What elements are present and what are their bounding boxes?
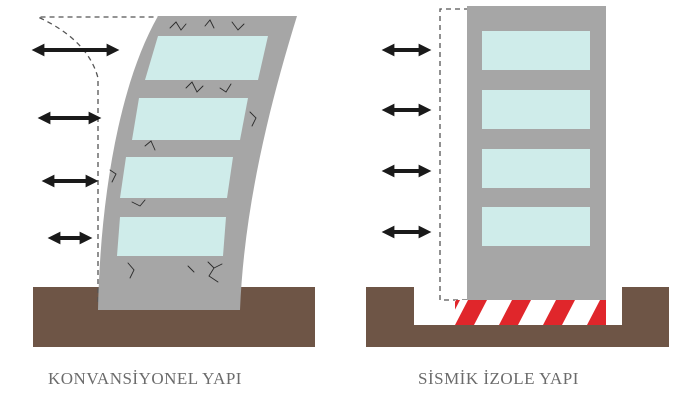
isolated-building-caption: SİSMİK İZOLE YAPI [418, 369, 579, 388]
conventional-window-3 [132, 98, 248, 140]
conventional-force-arrows [31, 43, 120, 245]
conventional-window-1 [117, 217, 226, 256]
conventional-windows [117, 36, 268, 256]
conventional-building-panel [31, 16, 315, 347]
conventional-window-4 [145, 36, 268, 80]
isolated-window-3 [482, 90, 590, 129]
isolated-windows [482, 31, 590, 246]
isolated-window-4 [482, 31, 590, 70]
isolated-window-2 [482, 149, 590, 188]
conventional-window-2 [120, 157, 233, 198]
crack-lines-icon [109, 19, 257, 283]
isolated-force-arrows [381, 43, 432, 239]
conventional-building-caption: KONVANSİYONEL YAPI [48, 369, 242, 388]
isolated-ground [366, 287, 669, 347]
isolated-window-1 [482, 207, 590, 246]
seismic-isolator-layer [455, 300, 606, 325]
isolated-building-panel [366, 6, 669, 347]
isolated-original-outline [439, 8, 467, 301]
